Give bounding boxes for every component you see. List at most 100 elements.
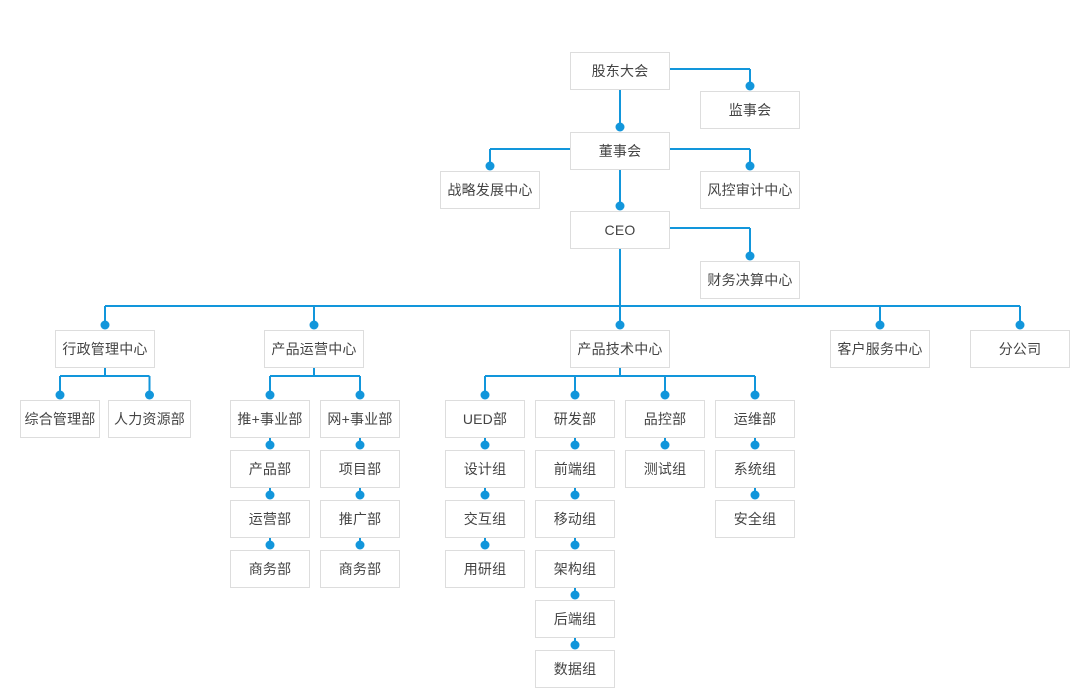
connector-dot [745,161,755,171]
org-node-label: 推广部 [338,511,382,527]
org-node-label: 综合管理部 [24,411,96,427]
org-node-label: 产品部 [248,461,292,477]
connector-dot [570,540,580,550]
connector-dot [745,81,755,91]
org-node-mobile_group[interactable]: 移动组 [535,500,615,538]
org-node-label: 数据组 [553,661,597,677]
org-node-label: 行政管理中心 [62,341,148,357]
org-node-business_dept_b[interactable]: 商务部 [320,550,400,588]
connector-dot [750,390,760,400]
org-node-backend_group[interactable]: 后端组 [535,600,615,638]
connector-dot [265,540,275,550]
org-node-architecture_group[interactable]: 架构组 [535,550,615,588]
org-node-supervisors[interactable]: 监事会 [700,91,800,129]
org-node-label: 测试组 [643,461,687,477]
org-node-label: 风控审计中心 [707,182,793,198]
org-node-label: 商务部 [248,561,292,577]
org-node-board[interactable]: 董事会 [570,132,670,170]
org-node-label: 前端组 [553,461,597,477]
connector-dot [750,490,760,500]
org-node-label: CEO [604,222,636,238]
org-node-ued_dept[interactable]: UED部 [445,400,525,438]
connector-dot [615,320,625,330]
org-node-design_group[interactable]: 设计组 [445,450,525,488]
org-node-shareholders[interactable]: 股东大会 [570,52,670,90]
org-node-system_group[interactable]: 系统组 [715,450,795,488]
org-node-label: 后端组 [553,611,597,627]
org-node-product_dept[interactable]: 产品部 [230,450,310,488]
org-node-general_admin[interactable]: 综合管理部 [20,400,100,438]
org-node-label: 监事会 [728,102,772,118]
org-node-customer_service[interactable]: 客户服务中心 [830,330,930,368]
org-node-ceo[interactable]: CEO [570,211,670,249]
org-node-strategy_center[interactable]: 战略发展中心 [440,171,540,209]
connector-dot [570,390,580,400]
connector-dot [265,490,275,500]
connector-dot [570,490,580,500]
org-node-interaction_group[interactable]: 交互组 [445,500,525,538]
org-node-qa_dept[interactable]: 品控部 [625,400,705,438]
connector-dot [100,320,110,330]
connector-dot [485,161,495,171]
connector-dot [480,390,490,400]
org-node-data_group[interactable]: 数据组 [535,650,615,688]
org-node-label: 运维部 [733,411,777,427]
org-node-label: UED部 [462,411,508,427]
connector-dot [570,590,580,600]
connector-dot [570,640,580,650]
org-node-ops_dept[interactable]: 运维部 [715,400,795,438]
org-node-hr_dept[interactable]: 人力资源部 [108,400,191,438]
org-node-tui_bu[interactable]: 推+事业部 [230,400,310,438]
org-node-label: 产品技术中心 [577,341,663,357]
org-node-label: 推+事业部 [237,411,303,427]
org-node-label: 股东大会 [591,63,649,79]
org-node-finance_center[interactable]: 财务决算中心 [700,261,800,299]
connector-dot [480,490,490,500]
org-node-label: 网+事业部 [327,411,393,427]
connector-dot [309,320,319,330]
connector-dot [355,490,365,500]
org-node-frontend_group[interactable]: 前端组 [535,450,615,488]
connector-dot [660,390,670,400]
connector-dot [55,390,65,400]
org-node-user_research[interactable]: 用研组 [445,550,525,588]
org-node-label: 客户服务中心 [837,341,923,357]
org-node-label: 用研组 [463,561,507,577]
connector-dot [355,390,365,400]
org-node-business_dept_a[interactable]: 商务部 [230,550,310,588]
connector-dot [875,320,885,330]
connector-dot [355,440,365,450]
connector-dot [355,540,365,550]
org-node-label: 商务部 [338,561,382,577]
org-node-label: 产品运营中心 [271,341,357,357]
org-node-branch[interactable]: 分公司 [970,330,1070,368]
org-node-rd_dept[interactable]: 研发部 [535,400,615,438]
org-node-promotion_dept[interactable]: 推广部 [320,500,400,538]
connector-dot [615,122,625,132]
org-node-label: 设计组 [463,461,507,477]
connector-dot [750,440,760,450]
connector-dot [145,390,154,400]
org-node-product_tech[interactable]: 产品技术中心 [570,330,670,368]
connector-dot [480,440,490,450]
org-node-label: 项目部 [338,461,382,477]
connector-dot [480,540,490,550]
org-node-label: 研发部 [553,411,597,427]
org-node-product_ops[interactable]: 产品运营中心 [264,330,364,368]
org-node-operations_dept[interactable]: 运营部 [230,500,310,538]
org-node-risk_audit_center[interactable]: 风控审计中心 [700,171,800,209]
org-node-wang_bu[interactable]: 网+事业部 [320,400,400,438]
connector-dot [570,440,580,450]
org-node-label: 架构组 [553,561,597,577]
connector-dot [615,201,625,211]
org-node-label: 安全组 [733,511,777,527]
org-node-label: 品控部 [643,411,687,427]
org-node-project_dept[interactable]: 项目部 [320,450,400,488]
org-node-security_group[interactable]: 安全组 [715,500,795,538]
org-node-admin_center[interactable]: 行政管理中心 [55,330,155,368]
org-node-label: 交互组 [463,511,507,527]
org-node-test_group[interactable]: 测试组 [625,450,705,488]
org-node-label: 移动组 [553,511,597,527]
org-node-label: 运营部 [248,511,292,527]
